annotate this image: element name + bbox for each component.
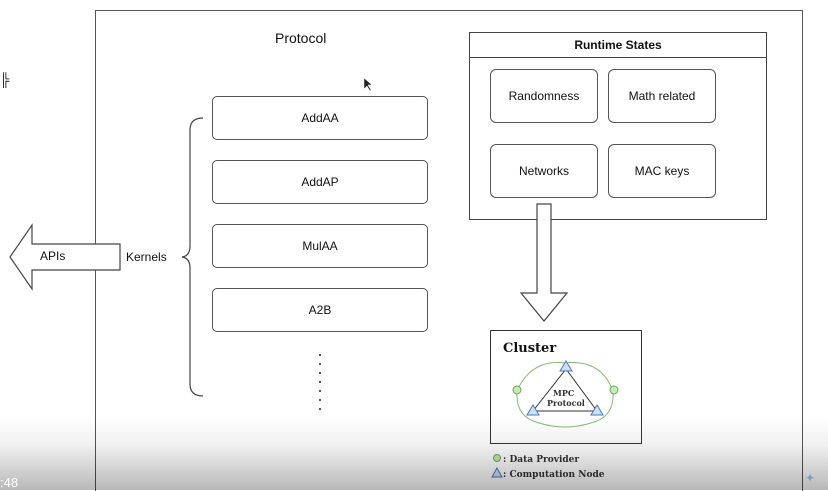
apis-arrow: [9, 223, 121, 291]
runtime-item-networks: Networks: [490, 144, 598, 198]
kernel-box-a2b: A2B: [212, 288, 428, 332]
cluster-box: Cluster MPC Protocol: [490, 330, 642, 444]
kernel-box-mulaa: MulAA: [212, 224, 428, 268]
runtime-item-randomness: Randomness: [490, 69, 598, 123]
cluster-graph: [512, 360, 619, 428]
kernel-box-addap: AddAP: [212, 160, 428, 204]
data-provider-legend-icon: [493, 454, 501, 462]
runtime-item-math-related: Math related: [608, 69, 716, 123]
computation-node-legend-icon: [491, 466, 503, 478]
runtime-item-mac-keys: MAC keys: [608, 144, 716, 198]
video-timestamp: :48: [0, 475, 19, 490]
mouse-cursor-icon: [363, 77, 373, 92]
kernel-box-addaa: AddAA: [212, 96, 428, 140]
cluster-title: Cluster: [503, 341, 557, 356]
corner-settings-icon[interactable]: ✦: [805, 471, 816, 485]
legend-computation-node: : Computation Node: [503, 470, 605, 480]
computation-node-icon: [590, 404, 604, 416]
computation-node-icon: [559, 360, 573, 372]
kernels-label: Kernels: [126, 250, 167, 264]
side-glyph: ╠: [0, 72, 10, 87]
data-provider-icon: [512, 385, 522, 395]
kernels-brace: [181, 117, 204, 397]
cluster-protocol-line2: Protocol: [547, 398, 585, 408]
protocol-title: Protocol: [275, 30, 327, 46]
cluster-protocol-line1: MPC: [553, 388, 575, 398]
legend-icons: [491, 454, 503, 478]
runtime-states-box: Runtime States Randomness Math related N…: [469, 32, 767, 220]
runtime-states-title: Runtime States: [470, 33, 766, 58]
data-provider-icon: [609, 385, 619, 395]
runtime-down-arrow: [519, 203, 569, 322]
apis-label: APIs: [40, 249, 66, 263]
legend-data-provider: : Data Provider: [503, 455, 580, 465]
computation-node-icon: [526, 404, 540, 416]
